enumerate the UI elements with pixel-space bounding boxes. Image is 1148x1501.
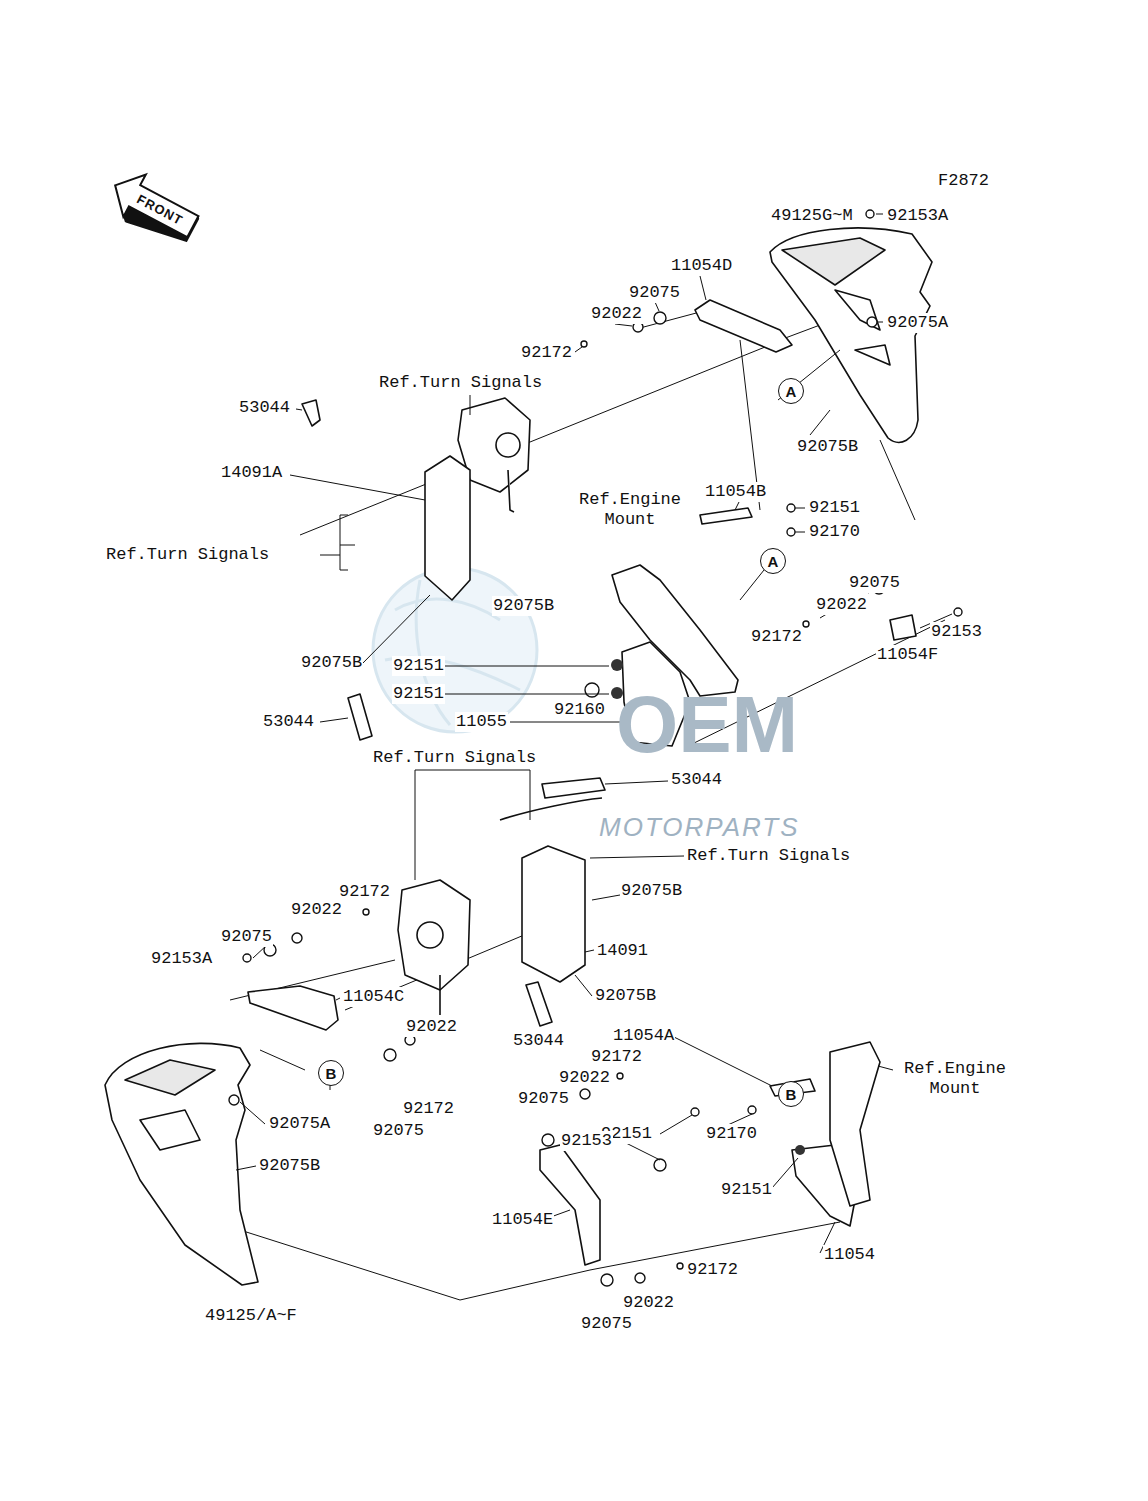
callout-number: 92170: [705, 1124, 758, 1144]
reference-note: Ref.Turn Signals: [105, 545, 270, 565]
callout-number: 92022: [622, 1293, 675, 1313]
callout-number: 92075A: [886, 313, 949, 333]
callout-number: 92022: [290, 900, 343, 920]
reference-note: Ref.Engine Mount: [893, 1059, 1017, 1099]
watermark-logo: OEM: [615, 683, 799, 767]
callout-number: 53044: [262, 712, 315, 732]
front-arrow: FRONT: [100, 160, 208, 253]
callout-number: 92075B: [594, 986, 657, 1006]
callout-number: 53044: [238, 398, 291, 418]
callout-number: 92075: [517, 1089, 570, 1109]
callout-number: 92075B: [620, 881, 683, 901]
callout-number: 92151: [392, 656, 445, 676]
callout-number: 92170: [808, 522, 861, 542]
callout-number: F2872: [937, 171, 990, 191]
callout-number: 92153: [560, 1131, 613, 1151]
callout-number: 92075B: [300, 653, 363, 673]
callout-number: 92153: [930, 622, 983, 642]
callout-number: 11054A: [612, 1026, 675, 1046]
callout-number: 92160: [553, 700, 606, 720]
reference-letter: B: [326, 1065, 337, 1082]
reference-circle: B: [318, 1060, 344, 1086]
callout-number: 92022: [815, 595, 868, 615]
callout-number: 53044: [512, 1031, 565, 1051]
callout-number: 14091A: [220, 463, 283, 483]
callout-number: 11054: [823, 1245, 876, 1265]
callout-number: 11054E: [491, 1210, 554, 1230]
callout-number: 92075: [848, 573, 901, 593]
callout-number: 92022: [558, 1068, 611, 1088]
callout-number: 92075: [580, 1314, 633, 1334]
callout-number: 53044: [670, 770, 723, 790]
callout-number: 92172: [590, 1047, 643, 1067]
callout-number: 92075B: [796, 437, 859, 457]
callout-number: 92022: [590, 304, 643, 324]
callout-number: 92172: [520, 343, 573, 363]
callout-number: 92151: [392, 684, 445, 704]
callout-number: 92022: [405, 1017, 458, 1037]
reference-letter: B: [786, 1086, 797, 1103]
callout-number: 49125G~M: [770, 206, 854, 226]
callout-number: 92172: [402, 1099, 455, 1119]
callout-number: 92151: [808, 498, 861, 518]
reference-note: Ref.Turn Signals: [378, 373, 543, 393]
callout-number: 92075A: [268, 1114, 331, 1134]
watermark-text: MOTORPARTS: [598, 812, 801, 842]
reference-circle: A: [778, 378, 804, 404]
callout-number: 92172: [750, 627, 803, 647]
callout-number: 92075B: [492, 596, 555, 616]
callout-number: 11055: [455, 712, 508, 732]
reference-note: Ref.Engine Mount: [568, 490, 692, 530]
callout-number: 92075: [628, 283, 681, 303]
reference-circle: A: [760, 548, 786, 574]
callout-number: 11054B: [704, 482, 767, 502]
reference-letter: A: [786, 383, 797, 400]
callout-number: 14091: [596, 941, 649, 961]
reference-circle: B: [778, 1081, 804, 1107]
callout-number: 11054D: [670, 256, 733, 276]
reference-note: Ref.Turn Signals: [686, 846, 851, 866]
callout-number: 11054F: [876, 645, 939, 665]
reference-note: Ref.Turn Signals: [372, 748, 537, 768]
reference-letter: A: [768, 553, 779, 570]
callout-number: 92075: [220, 927, 273, 947]
callout-number: 92153A: [886, 206, 949, 226]
callout-number: 92153A: [150, 949, 213, 969]
callout-number: 92075B: [258, 1156, 321, 1176]
callout-number: 49125/A~F: [204, 1306, 298, 1326]
callout-number: 11054C: [342, 987, 405, 1007]
callout-number: 92075: [372, 1121, 425, 1141]
callout-number: 92151: [720, 1180, 773, 1200]
callout-number: 92172: [686, 1260, 739, 1280]
callout-number: 92172: [338, 882, 391, 902]
